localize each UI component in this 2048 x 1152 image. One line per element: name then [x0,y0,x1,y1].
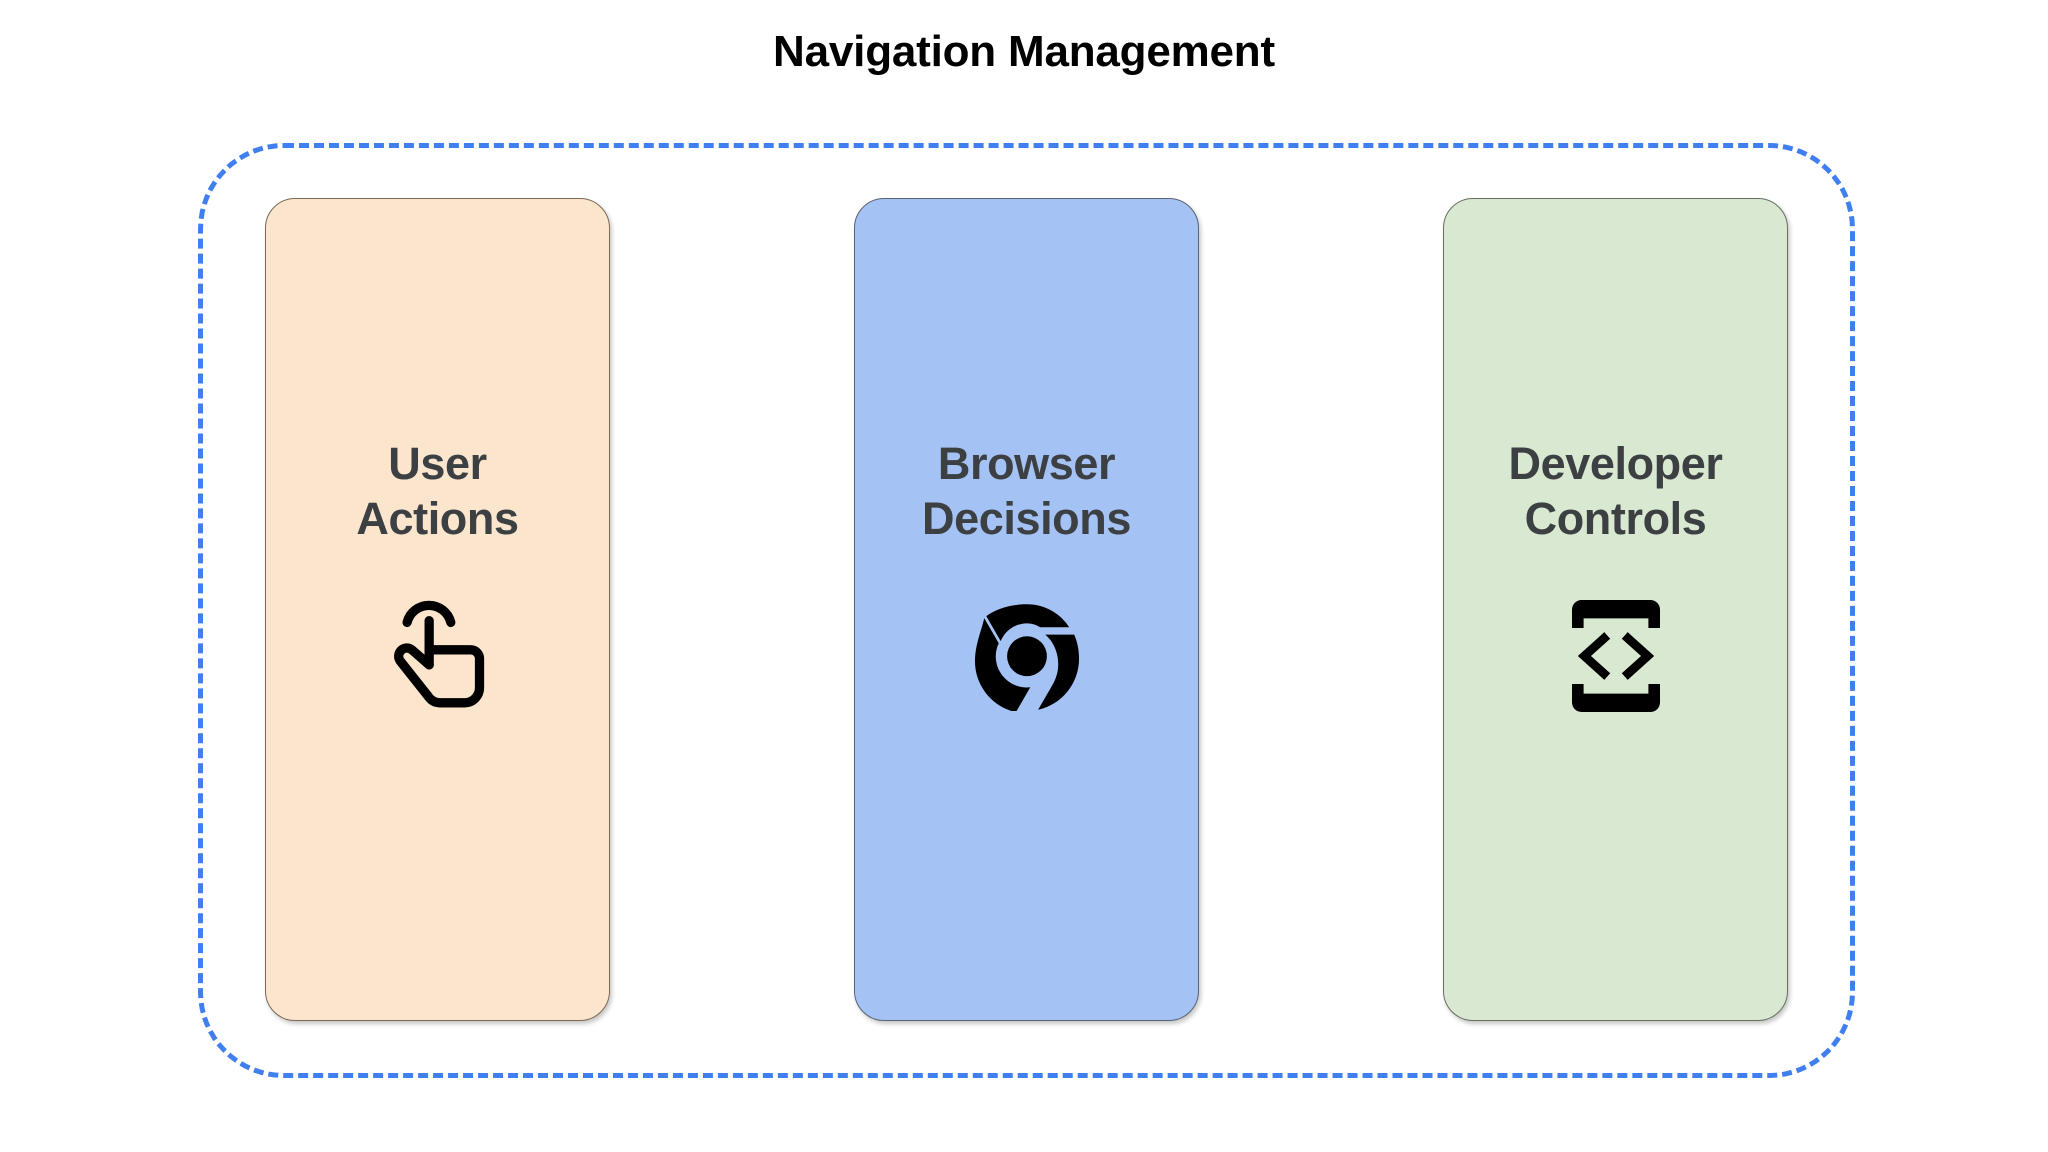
card-browser-decisions-label-line1: Browser [937,438,1116,489]
card-user-actions-label-line2: Actions [356,492,519,544]
card-browser-decisions-label-line2: Decisions [922,492,1131,544]
touch-app-icon [380,593,496,719]
card-developer-controls-label-line1: Developer [1508,438,1723,489]
chrome-logo-icon [969,593,1085,719]
card-developer-controls-label: Developer Controls [1444,437,1787,547]
navigation-management-group-outline [198,143,1855,1078]
card-browser-decisions-label: Browser Decisions [855,437,1198,547]
card-row: User Actions Browser Decisions [198,143,1855,1078]
page-title: Navigation Management [773,27,1275,76]
card-developer-controls[interactable]: Developer Controls [1443,198,1788,1021]
card-user-actions-label: User Actions [266,437,609,547]
card-browser-decisions[interactable]: Browser Decisions [854,198,1199,1021]
developer-mode-icon [1558,593,1674,719]
card-developer-controls-label-line2: Controls [1524,492,1707,544]
card-user-actions-label-line1: User [388,438,487,489]
card-user-actions[interactable]: User Actions [265,198,610,1021]
